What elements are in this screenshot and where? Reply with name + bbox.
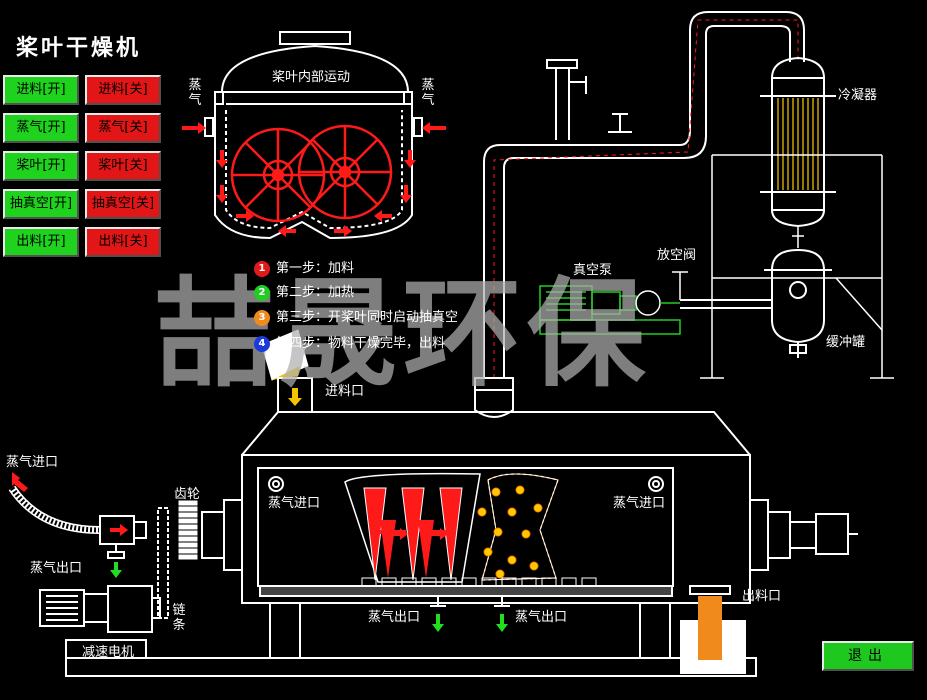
chain-label: 链条 [172,603,186,633]
discharge-on-button[interactable]: 出料[开] [3,227,79,257]
vacuum-off-button[interactable]: 抽真空[关] [85,189,161,219]
gear [177,499,199,561]
steam-inlet-arrow [12,472,28,492]
step-1-text: 第一步：加料 [276,261,355,276]
step-1-badge: 1 [254,260,270,277]
condenser-label: 冷凝器 [838,88,878,103]
condenser [760,56,836,228]
steam-right-label: 蒸气 [421,78,435,108]
step-2-badge: 2 [254,284,270,301]
feed-on-button[interactable]: 进料[开] [3,75,79,105]
steam-left-label: 蒸气 [188,78,202,108]
main-dryer-paddles [344,472,559,583]
paddle-wheels [230,124,393,223]
steam-outlet-outer-label: 蒸气出口 [30,561,83,576]
step-3: 3 第三步：开桨叶同时启动抽真空 [254,306,458,326]
support-frame [700,154,894,379]
feed-off-button[interactable]: 进料[关] [85,75,161,105]
bottom-slots [361,577,597,587]
discharge-off-button[interactable]: 出料[关] [85,227,161,257]
discharge-outlet [680,585,746,674]
vacuum-pump [539,285,681,335]
steam-outlet-arrows [432,614,508,632]
steam-outlet-1-label: 蒸气出口 [368,610,421,625]
rotary-steam-arrow [110,524,128,536]
steam-inlet-outer-label: 蒸气进口 [6,455,59,470]
vacuum-on-button[interactable]: 抽真空[开] [3,189,79,219]
steam-off-button[interactable]: 蒸气[关] [85,113,161,143]
steam-inlet-right-label: 蒸气进口 [613,496,666,511]
page-title: 桨叶干燥机 [16,36,142,61]
steam-out-arrow [110,562,122,578]
paddle-flow-arrows [390,528,448,540]
steam-outlets [430,596,510,607]
steam-on-button[interactable]: 蒸气[开] [3,113,79,143]
feed-hopper [261,329,313,413]
feed-inlet-label: 进料口 [325,384,365,399]
rotary-joint [99,515,147,559]
step-2-text: 第二步：加热 [276,285,355,300]
paddle-on-button[interactable]: 桨叶[开] [3,151,79,181]
gear-label: 齿轮 [174,487,201,502]
vent-valve-label: 放空阀 [657,248,697,263]
reducer-motor [39,585,161,659]
step-3-text: 第三步：开桨叶同时启动抽真空 [276,310,459,325]
dryer-cross-section [204,31,423,240]
paddle-off-button[interactable]: 桨叶[关] [85,151,161,181]
steam-hose-inner [9,486,101,533]
reducer-motor-label: 减速电机 [82,645,135,660]
step-4-badge: 4 [254,335,270,352]
internal-motion-label: 桨叶内部运动 [272,70,351,85]
jacket-flow-arrows [182,122,446,237]
buffer-tank [680,248,832,358]
exit-button[interactable]: 退出 [822,641,914,671]
material-particles [477,485,543,579]
step-4: 4 第四步：物料干燥完毕，出料 [254,332,445,352]
buffer-tank-label: 缓冲罐 [826,335,866,350]
vapor-pipe [474,11,805,418]
steam-inlet-left-label: 蒸气进口 [268,496,321,511]
step-1: 1 第一步：加料 [254,257,354,277]
steam-outlet-2-label: 蒸气出口 [515,610,568,625]
vacuum-pump-label: 真空泵 [573,263,613,278]
discharge-label: 出料口 [742,589,782,604]
step-4-text: 第四步：物料干燥完毕，出料 [276,336,446,351]
condenser-tubes [777,98,819,190]
step-3-badge: 3 [254,309,270,326]
vent-valve [672,271,688,300]
step-2: 2 第二步：加热 [254,281,354,301]
